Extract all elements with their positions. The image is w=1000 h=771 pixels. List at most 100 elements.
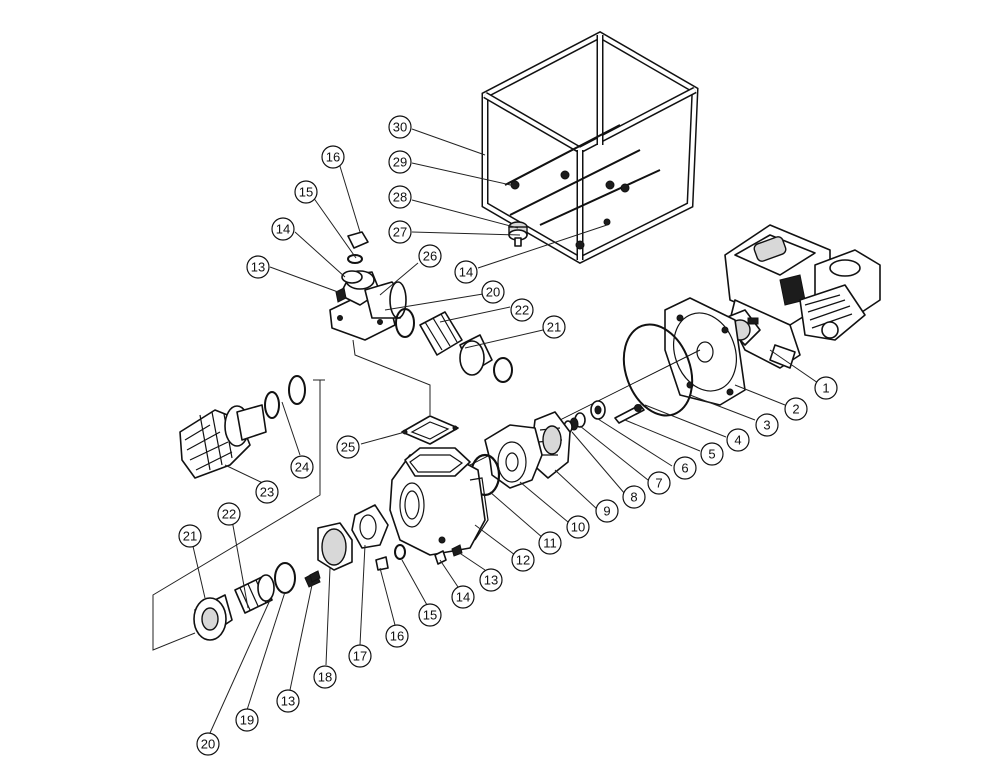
svg-text:13: 13	[281, 694, 295, 709]
outlet-elbow	[329, 270, 407, 341]
roll-cage-frame	[481, 31, 699, 264]
svg-text:23: 23	[260, 485, 274, 500]
hose-nut-inlet	[193, 594, 233, 641]
svg-text:3: 3	[763, 418, 770, 433]
svg-text:14: 14	[276, 222, 290, 237]
svg-text:14: 14	[456, 590, 470, 605]
o-ring-outlet	[395, 308, 415, 338]
svg-text:11: 11	[543, 536, 557, 551]
callout-15: 15	[418, 603, 442, 627]
callout-13-top: 13	[246, 255, 270, 279]
callout-17: 17	[348, 644, 372, 668]
svg-text:20: 20	[486, 285, 500, 300]
engine	[719, 224, 881, 369]
svg-text:20: 20	[201, 737, 215, 752]
svg-text:28: 28	[393, 190, 407, 205]
callout-16-top: 16	[321, 145, 345, 169]
svg-text:5: 5	[708, 447, 715, 462]
strainer	[179, 404, 267, 479]
callout-2: 2	[784, 397, 808, 421]
callout-10: 10	[566, 515, 590, 539]
callout-11: 11	[538, 531, 562, 555]
svg-text:13: 13	[484, 573, 498, 588]
svg-text:7: 7	[655, 476, 662, 491]
callout-13-lower: 13	[276, 689, 300, 713]
callout-21: 21	[542, 315, 566, 339]
svg-text:16: 16	[390, 629, 404, 644]
o-ring-large	[622, 323, 694, 417]
callout-22: 22	[510, 298, 534, 322]
outlet-gasket	[401, 415, 459, 445]
svg-text:29: 29	[393, 155, 407, 170]
shaft-seal-parts	[563, 400, 645, 434]
hose-barb-inlet	[234, 574, 275, 614]
callout-26: 26	[418, 244, 442, 268]
svg-text:30: 30	[393, 120, 407, 135]
callout-19: 19	[235, 708, 259, 732]
o-ring-inlet	[274, 562, 296, 594]
svg-text:22: 22	[222, 507, 236, 522]
callout-8: 8	[622, 485, 646, 509]
svg-text:12: 12	[516, 553, 530, 568]
callout-27: 27	[388, 220, 412, 244]
hose-nut-outlet	[459, 334, 513, 383]
inlet-flange	[317, 522, 353, 571]
callout-30: 30	[388, 115, 412, 139]
svg-text:13: 13	[251, 260, 265, 275]
svg-text:19: 19	[240, 713, 254, 728]
callout-28: 28	[388, 185, 412, 209]
svg-text:25: 25	[341, 440, 355, 455]
svg-text:8: 8	[630, 490, 637, 505]
callout-14: 14	[451, 585, 475, 609]
svg-text:4: 4	[734, 433, 741, 448]
volute-casing	[484, 424, 543, 489]
svg-text:21: 21	[547, 320, 561, 335]
svg-text:26: 26	[423, 249, 437, 264]
callout-4: 4	[726, 428, 750, 452]
callout-12: 12	[511, 548, 535, 572]
callout-13: 13	[479, 568, 503, 592]
svg-text:15: 15	[423, 608, 437, 623]
callout-14-frame: 14	[454, 260, 478, 284]
hose-clamp	[264, 391, 280, 419]
callout-25: 25	[336, 435, 360, 459]
callout-20-top: 20	[481, 280, 505, 304]
hose-clamp-2	[288, 375, 306, 405]
top-fittings	[335, 231, 369, 303]
svg-text:2: 2	[792, 402, 799, 417]
callout-29: 29	[388, 150, 412, 174]
svg-text:9: 9	[603, 504, 610, 519]
callout-20: 20	[196, 732, 220, 756]
callout-7: 7	[647, 471, 671, 495]
svg-text:21: 21	[183, 529, 197, 544]
leader-lines	[191, 128, 819, 734]
callout-24: 24	[290, 455, 314, 479]
svg-text:1: 1	[822, 381, 829, 396]
svg-text:15: 15	[299, 185, 313, 200]
callout-3: 3	[755, 413, 779, 437]
callout-6: 6	[673, 456, 697, 480]
svg-text:24: 24	[295, 460, 309, 475]
svg-text:27: 27	[393, 225, 407, 240]
svg-text:18: 18	[318, 670, 332, 685]
callout-21-lower: 21	[178, 524, 202, 548]
svg-text:14: 14	[459, 265, 473, 280]
callout-18: 18	[313, 665, 337, 689]
svg-text:16: 16	[326, 150, 340, 165]
callouts: 1 2 3 4 5 6 7 8 9 10 11 12 13 14 15 16 1…	[178, 115, 838, 756]
svg-text:22: 22	[515, 303, 529, 318]
svg-text:17: 17	[353, 649, 367, 664]
svg-text:10: 10	[571, 520, 585, 535]
callout-22-lower: 22	[217, 502, 241, 526]
bolts	[304, 570, 321, 588]
svg-text:6: 6	[681, 461, 688, 476]
callout-9: 9	[595, 499, 619, 523]
callout-16: 16	[385, 624, 409, 648]
callout-5: 5	[700, 442, 724, 466]
callout-15-top: 15	[294, 180, 318, 204]
gasket	[351, 504, 389, 549]
pump-casing	[389, 447, 489, 556]
rubber-mount	[508, 221, 528, 247]
callout-14-top: 14	[271, 217, 295, 241]
